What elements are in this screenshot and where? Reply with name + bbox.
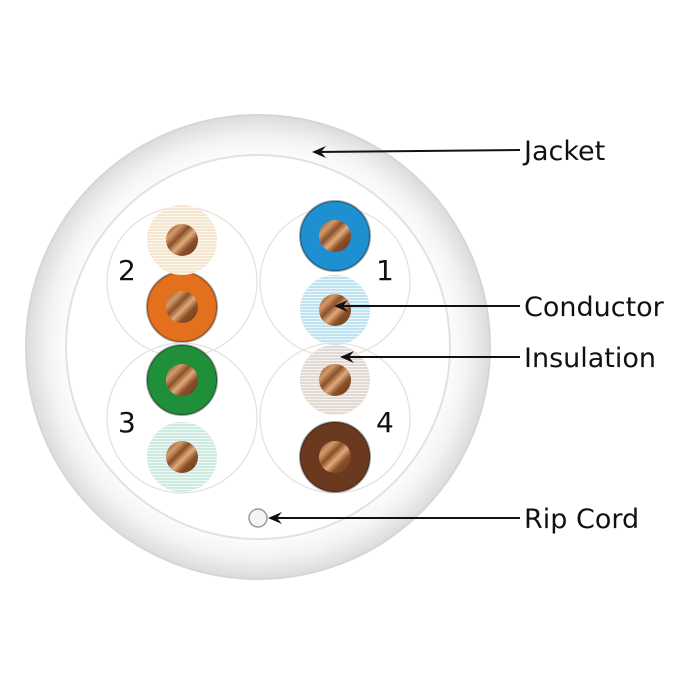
insulation-label: Insulation — [524, 343, 656, 374]
conductor — [319, 294, 351, 326]
rip-cord-label: Rip Cord — [524, 504, 639, 535]
conductor — [319, 220, 351, 252]
twisted-pair-1: 1 — [259, 200, 411, 358]
jacket-label: Jacket — [522, 136, 605, 167]
pair-number: 2 — [118, 254, 136, 287]
twisted-pair-2: 2 — [106, 205, 258, 358]
conductor-label: Conductor — [524, 292, 665, 323]
conductor — [166, 291, 198, 323]
conductor — [166, 364, 198, 396]
twisted-pair-3: 3 — [106, 342, 258, 494]
twisted-pair-4: 4 — [259, 342, 411, 494]
pair-number: 1 — [376, 254, 394, 287]
pair-number: 4 — [376, 406, 394, 439]
conductor — [319, 441, 351, 473]
rip-cord — [248, 508, 268, 528]
pair-number: 3 — [118, 406, 136, 439]
arrowheads — [268, 146, 354, 524]
conductor — [319, 364, 351, 396]
conductor — [166, 441, 198, 473]
leader-lines — [270, 149, 521, 519]
conductor — [166, 224, 198, 256]
